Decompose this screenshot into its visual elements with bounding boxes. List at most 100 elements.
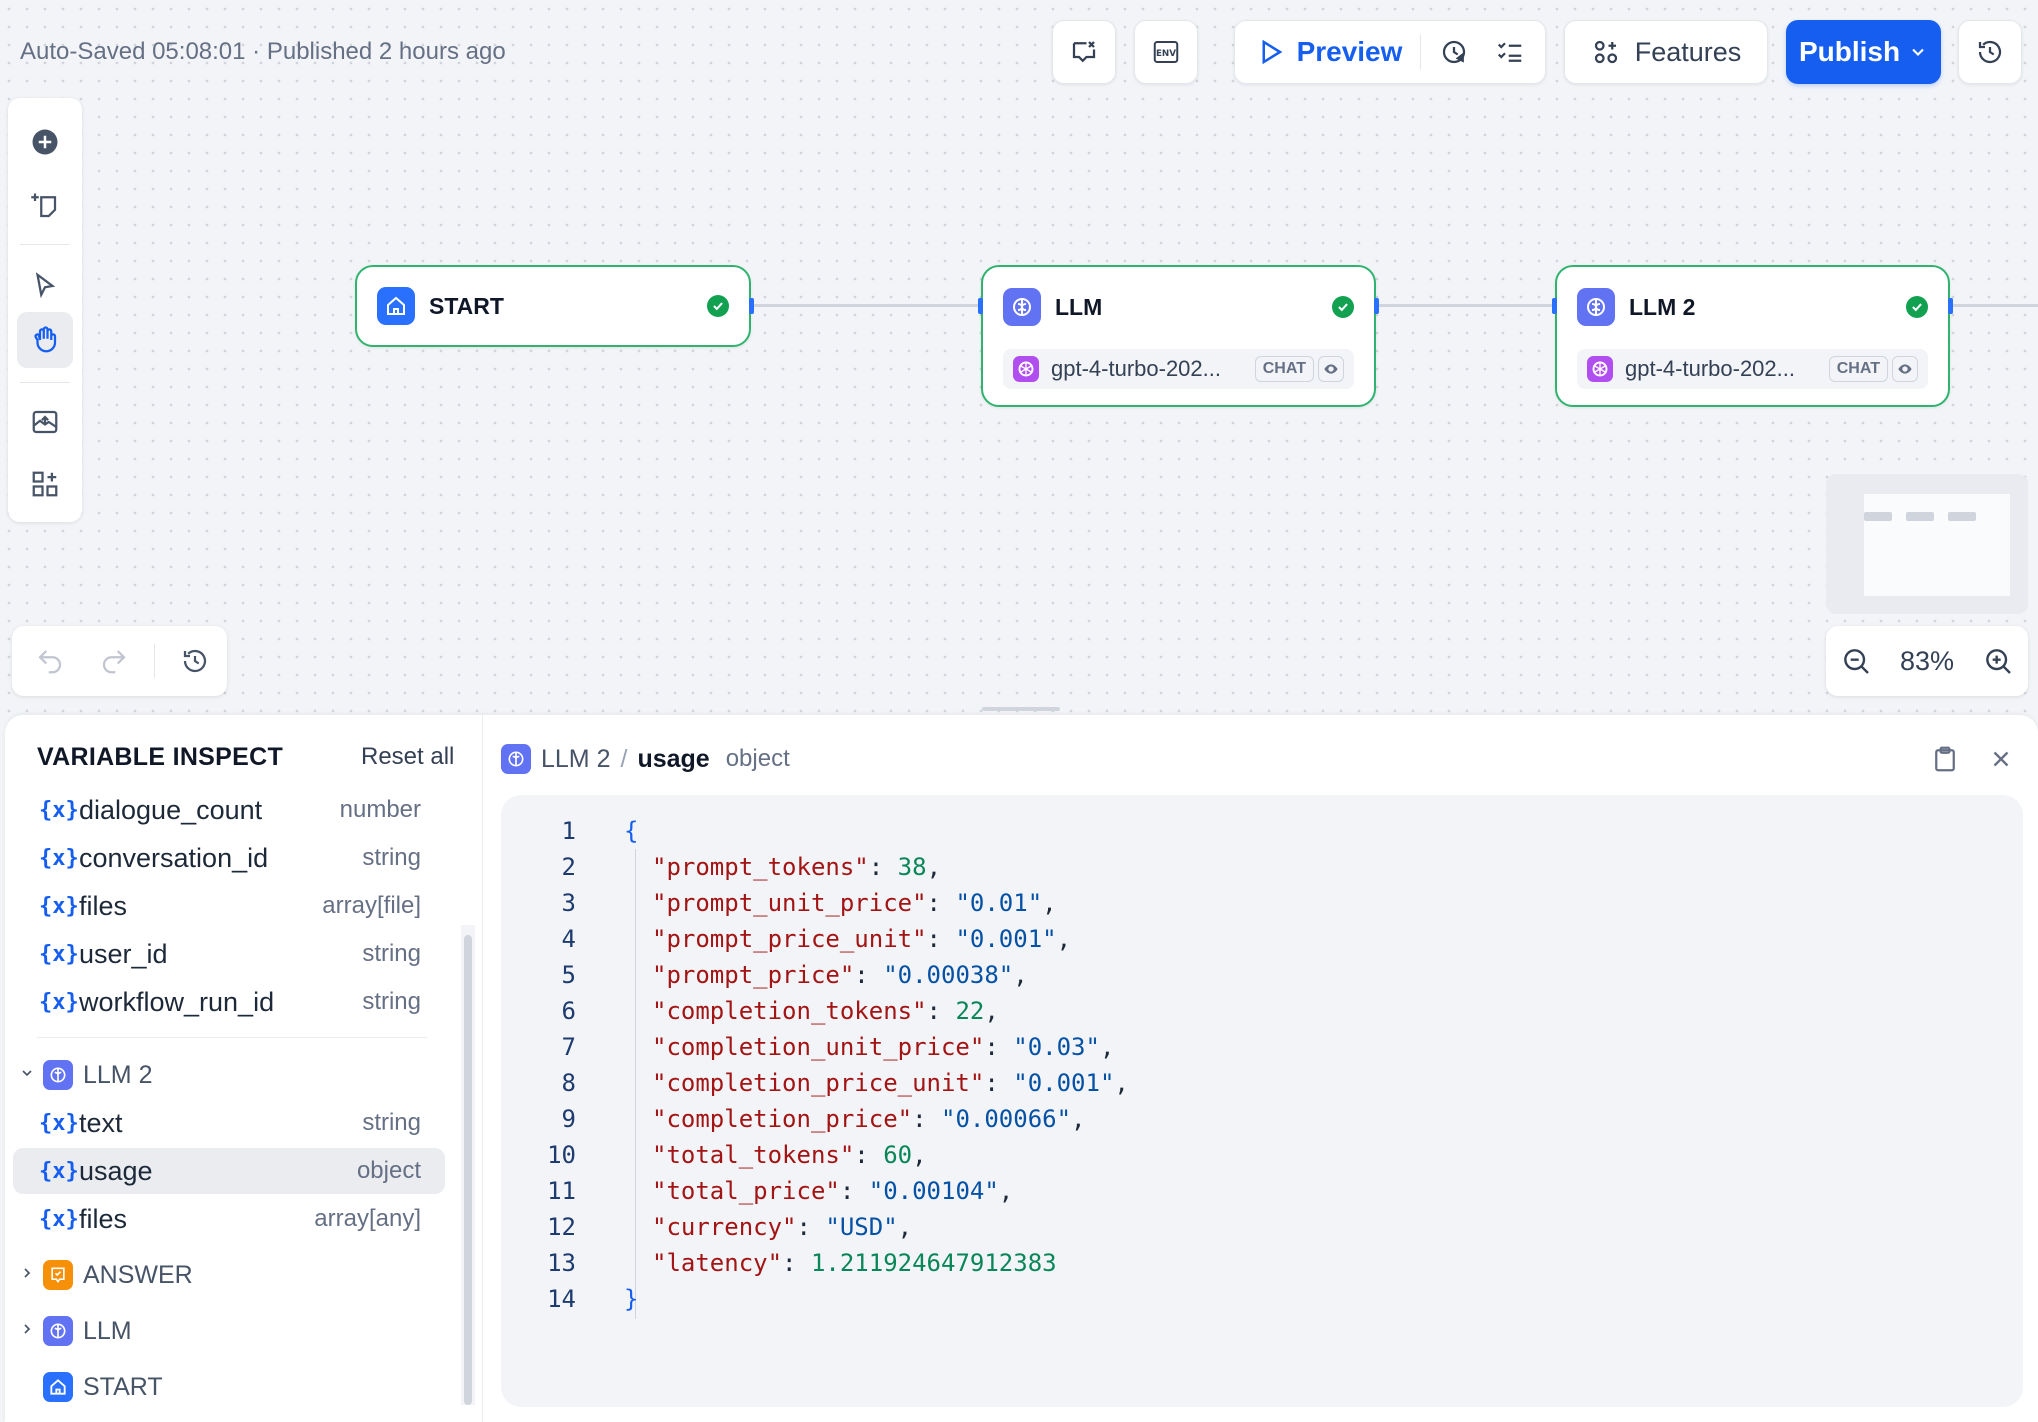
code-line: 2"prompt_tokens": 38, <box>501 849 941 885</box>
zoom-out-icon[interactable] <box>1840 645 1872 677</box>
minimap[interactable] <box>1826 474 2028 614</box>
cursor-icon <box>35 272 56 299</box>
target-handle[interactable] <box>978 298 983 314</box>
minimap-node <box>1948 512 1976 521</box>
code-line: 9"completion_price": "0.00066", <box>501 1101 1086 1137</box>
minimap-viewport[interactable] <box>1864 494 2010 596</box>
variable-row[interactable]: {x} conversation_id string <box>39 842 421 873</box>
line-number: 4 <box>561 925 576 953</box>
variable-row-selected[interactable]: {x} usage object <box>13 1148 445 1194</box>
indent-guide <box>635 849 636 1319</box>
answer-icon <box>43 1260 73 1290</box>
variable-row[interactable]: {x} files array[any] <box>39 1203 421 1234</box>
publish-button[interactable]: Publish <box>1786 20 1941 84</box>
line-number: 11 <box>547 1177 576 1205</box>
section-answer[interactable]: ANSWER <box>13 1252 445 1298</box>
preview-group: Preview <box>1234 20 1546 84</box>
export-image-button[interactable] <box>17 394 73 450</box>
code-line: 4"prompt_price_unit": "0.001", <box>501 921 1072 957</box>
run-history-button[interactable] <box>1439 37 1469 67</box>
zoom-level[interactable]: 83% <box>1899 645 1955 676</box>
grid-plus-icon <box>32 471 58 497</box>
undo-button[interactable] <box>26 637 74 685</box>
edge-llm-llm2 <box>1376 304 1556 307</box>
eye-icon[interactable] <box>1318 356 1344 382</box>
edit-history-button[interactable] <box>171 637 219 685</box>
checklist-list-button[interactable] <box>1495 37 1525 67</box>
code-line: 1{ <box>501 813 639 849</box>
zoom-in-icon[interactable] <box>1982 645 2014 677</box>
section-start[interactable]: START <box>13 1364 445 1410</box>
eye-icon[interactable] <box>1892 356 1918 382</box>
variable-icon: {x} <box>39 1206 79 1232</box>
divider <box>154 644 155 678</box>
panel-title: VARIABLE INSPECT <box>37 743 284 771</box>
chevron-right-icon <box>19 1265 39 1286</box>
home-icon <box>377 287 415 325</box>
variable-row[interactable]: {x} dialogue_count number <box>39 794 421 825</box>
variable-row[interactable]: {x} files array[file] <box>39 890 421 921</box>
llm-node[interactable]: LLM gpt-4-turbo-202... CHAT <box>981 265 1376 407</box>
source-handle[interactable] <box>1948 298 1953 314</box>
chevron-down-icon <box>1912 48 1924 56</box>
scrollbar-thumb[interactable] <box>464 935 472 1405</box>
redo-button[interactable] <box>90 637 138 685</box>
hand-mode-button[interactable] <box>17 312 73 368</box>
line-number: 12 <box>547 1213 576 1241</box>
redo-icon <box>102 650 126 674</box>
play-icon <box>1262 39 1282 65</box>
env-button[interactable]: ENV <box>1134 20 1198 84</box>
model-selector[interactable]: gpt-4-turbo-202... CHAT <box>1577 349 1928 389</box>
code-line: 3"prompt_unit_price": "0.01", <box>501 885 1057 921</box>
clock-play-icon <box>1443 40 1466 64</box>
pointer-mode-button[interactable] <box>17 258 73 314</box>
variable-icon: {x} <box>39 1110 79 1136</box>
canvas-toolbar <box>8 98 82 522</box>
grid-plus-icon <box>1594 40 1617 64</box>
reset-all-button[interactable]: Reset all <box>361 743 455 770</box>
variable-inspect-panel: VARIABLE INSPECT Reset all {x} dialogue_… <box>5 715 2038 1422</box>
close-icon <box>1993 751 2009 767</box>
json-viewer[interactable]: 1{2"prompt_tokens": 38,3"prompt_unit_pri… <box>501 795 2023 1407</box>
variable-row[interactable]: {x} text string <box>39 1107 421 1138</box>
preview-button[interactable]: Preview <box>1255 36 1402 68</box>
features-button[interactable]: Features <box>1564 20 1768 84</box>
undo-redo-bar <box>12 626 227 696</box>
edge-start-llm <box>752 304 982 307</box>
success-check-icon <box>1332 296 1354 318</box>
history-icon <box>1978 40 2002 64</box>
panel-resize-handle[interactable] <box>982 707 1060 711</box>
brain-icon <box>1003 288 1041 326</box>
success-check-icon <box>707 295 729 317</box>
target-handle[interactable] <box>1552 298 1557 314</box>
version-history-button[interactable] <box>1958 20 2022 84</box>
source-handle[interactable] <box>1374 298 1379 314</box>
checklist-button[interactable] <box>1052 20 1116 84</box>
model-selector[interactable]: gpt-4-turbo-202... CHAT <box>1003 349 1354 389</box>
organize-blocks-button[interactable] <box>17 456 73 512</box>
variable-row[interactable]: {x} workflow_run_id string <box>39 986 421 1017</box>
chevron-right-icon <box>19 1321 39 1342</box>
undo-icon <box>38 650 62 674</box>
home-icon <box>43 1372 73 1402</box>
variable-list: VARIABLE INSPECT Reset all {x} dialogue_… <box>5 715 483 1422</box>
openai-icon <box>1013 356 1039 382</box>
node-header: LLM 2 <box>1577 287 1928 327</box>
divider <box>20 382 70 383</box>
variable-row[interactable]: {x} user_id string <box>39 938 421 969</box>
llm2-node[interactable]: LLM 2 gpt-4-turbo-202... CHAT <box>1555 265 1950 407</box>
line-number: 10 <box>547 1141 576 1169</box>
variable-icon: {x} <box>39 1158 79 1184</box>
add-node-button[interactable] <box>17 114 73 170</box>
add-note-button[interactable] <box>17 178 73 234</box>
section-llm[interactable]: LLM <box>13 1308 445 1354</box>
history-icon <box>183 649 207 673</box>
close-button[interactable] <box>1981 739 2021 779</box>
section-llm2[interactable]: LLM 2 <box>13 1052 445 1098</box>
copy-button[interactable] <box>1925 739 1965 779</box>
source-handle[interactable] <box>749 298 754 314</box>
hand-icon <box>34 326 57 353</box>
line-number: 8 <box>561 1069 576 1097</box>
start-node[interactable]: START <box>355 265 751 347</box>
clipboard-icon <box>1935 746 1955 772</box>
